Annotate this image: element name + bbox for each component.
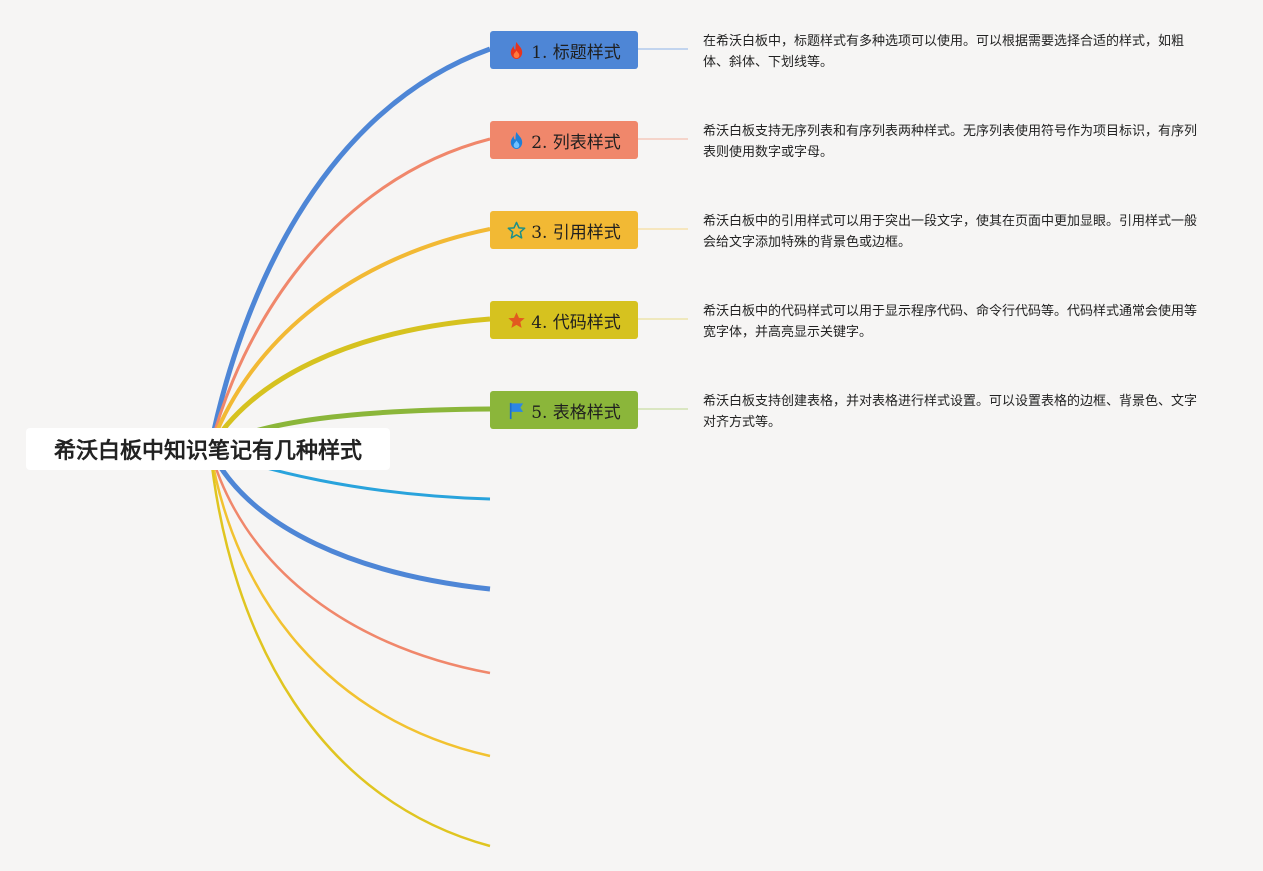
connector-branch-3 xyxy=(208,227,491,450)
root-title: 希沃白板中知识笔记有几种样式 xyxy=(53,439,362,464)
blue-flame-icon xyxy=(507,131,526,150)
branch-label-5: 5. 表格样式 xyxy=(531,402,621,423)
branch-description-5: 希沃白板支持创建表格，并对表格进行样式设置。可以设置表格的边框、背景色、文字对齐… xyxy=(703,394,1198,430)
branch-description-3: 希沃白板中的引用样式可以用于突出一段文字，使其在页面中更加显眼。引用样式一般会给… xyxy=(703,214,1198,250)
branch-label-2: 2. 列表样式 xyxy=(531,132,621,153)
branch-node-1[interactable]: 1. 标题样式 xyxy=(490,31,638,69)
connector-empty-5 xyxy=(208,448,491,848)
branch-node-4[interactable]: 4. 代码样式 xyxy=(490,301,638,339)
star-outline-icon xyxy=(507,221,526,240)
branch-description-2: 希沃白板支持无序列表和有序列表两种样式。无序列表使用符号作为项目标识，有序列表则… xyxy=(703,124,1198,160)
branch-label-4: 4. 代码样式 xyxy=(531,312,621,333)
fire-icon xyxy=(507,41,526,60)
branch-description-4: 希沃白板中的代码样式可以用于显示程序代码、命令行代码等。代码样式通常会使用等宽字… xyxy=(703,304,1198,340)
root-topic[interactable]: 希沃白板中知识笔记有几种样式 xyxy=(26,428,390,470)
branch-node-5[interactable]: 5. 表格样式 xyxy=(490,391,638,429)
connector-empty-2 xyxy=(207,447,491,592)
connector-empty-4 xyxy=(208,448,491,758)
branch-node-2[interactable]: 2. 列表样式 xyxy=(490,121,638,159)
branch-description-1: 在希沃白板中，标题样式有多种选项可以使用。可以根据需要选择合适的样式，如粗体、斜… xyxy=(703,34,1185,70)
flag-icon xyxy=(507,401,526,420)
connector-branch-4 xyxy=(207,316,491,451)
connector-empty-3 xyxy=(208,448,491,675)
star-filled-icon xyxy=(507,311,526,330)
connector-branch-2 xyxy=(208,137,491,450)
branch-node-3[interactable]: 3. 引用样式 xyxy=(490,211,638,249)
branch-label-1: 1. 标题样式 xyxy=(531,42,621,63)
connector-branch-1 xyxy=(207,46,491,450)
branch-label-3: 3. 引用样式 xyxy=(531,222,621,243)
